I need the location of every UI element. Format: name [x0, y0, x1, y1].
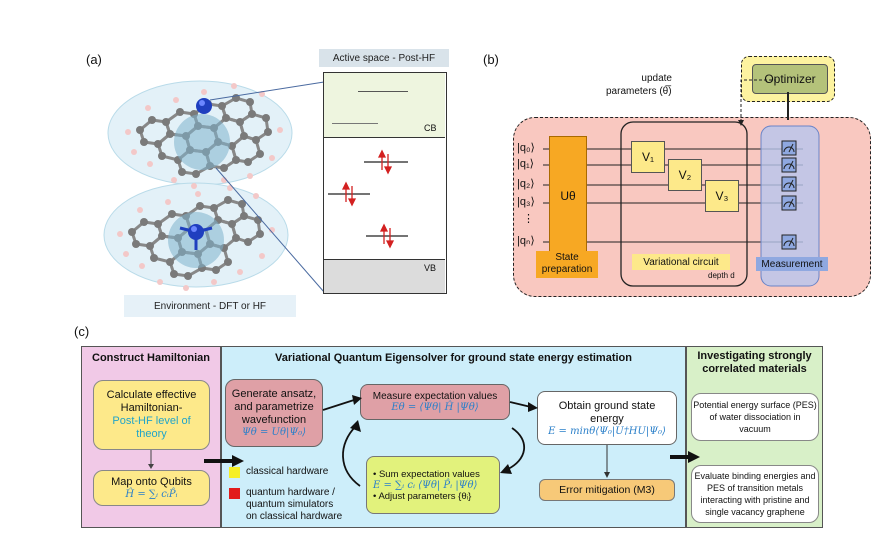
cb-region [324, 73, 445, 137]
zoom-line-bottom [215, 167, 325, 293]
vb-region [324, 259, 445, 293]
binding-line-2: PES of transition metals [706, 483, 804, 493]
v2-gate: V₂ [668, 159, 702, 191]
legend-quantum-label: quantum hardware / quantum simulators on… [246, 487, 342, 523]
hamiltonian-header: Construct Hamiltonian [92, 352, 210, 364]
state-prep-line-2: preparation [541, 264, 593, 275]
measure-expectation-box: Measure expectation values Eθ = ⟨Ψθ| Ĥ |… [360, 384, 510, 420]
energy-level-box: CB VB [323, 72, 447, 294]
ansatz-line-3: wavefunction [241, 414, 307, 426]
panel-a-label: (a) [86, 52, 102, 67]
legend-classical-swatch [229, 467, 240, 478]
qubit-label-1: |q₁⟩ [517, 158, 534, 170]
environment-label: Environment - DFT or HF [124, 295, 296, 317]
legend-quantum-line-2: quantum simulators [246, 499, 334, 510]
circuit-wiring [543, 79, 820, 287]
active-region-top [174, 114, 230, 170]
cb-label: CB [424, 123, 437, 133]
v3-gate: V₃ [705, 180, 739, 212]
legend-quantum-line-1: quantum hardware / [246, 487, 335, 498]
pes-line-3: vacuum [739, 424, 771, 434]
ground-line-2: energy [590, 412, 624, 425]
u-theta-gate: Uθ [549, 136, 587, 256]
map-title: Map onto Qubits [111, 476, 192, 488]
ground-formula: E = minθ⟨Ψ₀|U†HU|Ψ₀⟩ [548, 425, 666, 437]
error-mitigation-label: Error mitigation (M3) [559, 484, 655, 496]
qubit-label-2: |q₂⟩ [517, 178, 535, 190]
electron-levels [328, 149, 408, 249]
measure-formula: Eθ = ⟨Ψθ| Ĥ |Ψθ⟩ [391, 402, 479, 413]
calc-line-2: Hamiltonian- [120, 402, 183, 414]
qubit-label-ellipsis: ⋮ [523, 213, 534, 225]
dopant-atom-bottom [188, 224, 204, 240]
active-space-title: Active space - Post-HF [319, 49, 449, 67]
qubit-label-0: |q₀⟩ [517, 142, 535, 154]
graphene-top-hydrogens [125, 83, 283, 189]
sum-title: • Sum expectation values [373, 468, 480, 480]
ansatz-box: Generate ansatz, and parametrize wavefun… [225, 379, 323, 447]
update-text-2: parameters (θ̅) [606, 86, 672, 97]
calc-line-3: Post-HF level of [112, 415, 191, 427]
optimizer-box: Optimizer [752, 64, 828, 94]
calc-line-4: theory [136, 428, 167, 440]
calc-hamiltonian-box: Calculate effective Hamiltonian- Post-HF… [93, 380, 210, 450]
legend-quantum-line-3: on classical hardware [246, 511, 343, 522]
zoom-line-top [209, 81, 325, 101]
error-mitigation-box: Error mitigation (M3) [539, 479, 675, 501]
measure-title: Measure expectation values [372, 391, 498, 402]
graphene-bottom-hydrogens [117, 185, 275, 291]
binding-box: Evaluate binding energies and PES of tra… [691, 465, 819, 523]
pes-line-1: Potential energy surface (PES) [693, 400, 817, 410]
pes-box: Potential energy surface (PES) of water … [691, 393, 819, 441]
sum-expectation-box: • Sum expectation values E = ∑ᵢ cᵢ ⟨Ψθ| … [366, 456, 500, 514]
panel-c-label: (c) [74, 324, 90, 339]
update-text-1: update [641, 73, 672, 84]
state-prep-label: State preparation [536, 251, 598, 278]
ground-line-1: Obtain ground state [558, 399, 656, 412]
pes-line-2: of water dissociation in [709, 412, 801, 422]
depth-label: depth d [708, 271, 735, 280]
binding-line-4: single vacancy graphene [705, 507, 805, 517]
graphene-top-atoms [136, 94, 272, 178]
ansatz-line-1: Generate ansatz, [231, 388, 317, 400]
materials-header-line-2: correlated materials [702, 363, 807, 375]
vqe-header: Variational Quantum Eigensolver for grou… [275, 352, 632, 364]
state-prep-line-1: State [555, 252, 579, 263]
qubit-label-3: |q₃⟩ [517, 196, 535, 208]
adjust-params: • Adjust parameters {θᵢ} [373, 490, 472, 502]
graphene-illustration [103, 80, 325, 293]
measurement-label: Measurement [756, 257, 828, 271]
panel-b-label: (b) [483, 52, 499, 67]
sum-formula: E = ∑ᵢ cᵢ ⟨Ψθ| P̂ᵢ |Ψθ⟩ [373, 479, 478, 491]
map-formula: Ĥ = ∑ᵢ cᵢP̂ᵢ [125, 489, 178, 500]
variational-circuit-label: Variational circuit [632, 254, 730, 270]
calc-line-1: Calculate effective [106, 389, 197, 401]
legend-classical-label: classical hardware [246, 466, 329, 477]
legend-quantum-swatch [229, 488, 240, 499]
map-qubits-box: Map onto Qubits Ĥ = ∑ᵢ cᵢP̂ᵢ [93, 470, 210, 506]
dopant-atom-top [196, 98, 212, 114]
binding-line-1: Evaluate binding energies and [694, 471, 816, 481]
vb-label: VB [424, 263, 437, 273]
qubit-label-n: |qₙ⟩ [517, 235, 535, 247]
materials-header: Investigating strongly correlated materi… [686, 350, 823, 376]
ansatz-line-2: and parametrize [234, 401, 314, 413]
ground-state-box: Obtain ground state energy E = minθ⟨Ψ₀|U… [537, 391, 677, 445]
ansatz-formula: Ψθ = Uθ|Ψ₀⟩ [241, 427, 307, 438]
binding-line-3: interacting with pristine and [700, 495, 810, 505]
materials-header-line-1: Investigating strongly [697, 350, 812, 362]
v1-gate: V₁ [631, 141, 665, 173]
